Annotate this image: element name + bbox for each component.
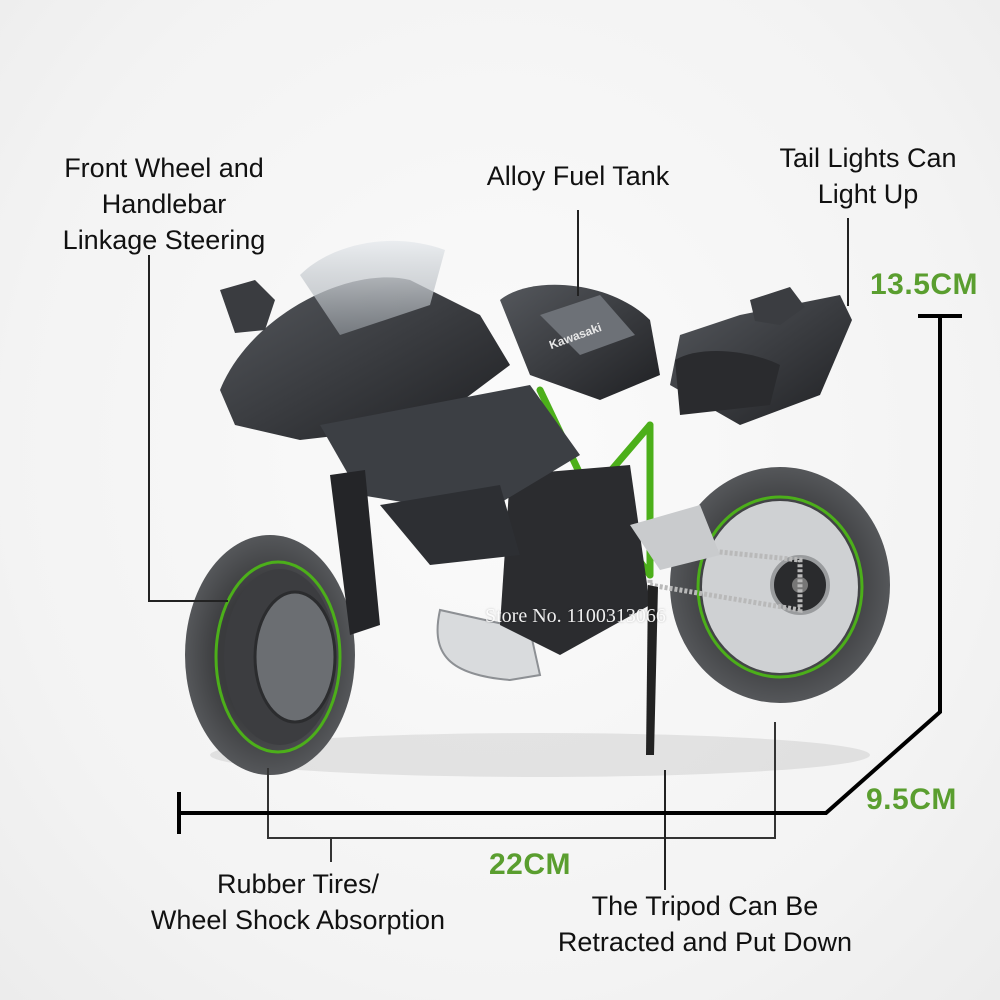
callout-line: Front Wheel and — [64, 153, 264, 183]
callout-tail-lights: Tail Lights Can Light Up — [758, 140, 978, 212]
callout-line: Light Up — [817, 179, 919, 209]
callout-tires: Rubber Tires/ Wheel Shock Absorption — [128, 866, 468, 938]
front-wheel — [185, 535, 355, 775]
tires-bracket-line — [267, 722, 776, 839]
callout-line: Linkage Steering — [62, 225, 266, 255]
motorcycle-model-image: Kawasaki — [185, 240, 890, 777]
length-dimension-label: 22CM — [489, 848, 572, 881]
callout-tripod: The Tripod Can Be Retracted and Put Down — [535, 888, 875, 960]
dimension-outline — [179, 316, 942, 815]
callout-line: Wheel Shock Absorption — [150, 905, 446, 935]
callout-line: Rubber Tires/ — [216, 869, 380, 899]
callout-fuel-tank: Alloy Fuel Tank — [468, 158, 688, 194]
callout-line: Alloy Fuel Tank — [486, 161, 670, 191]
depth-dimension-label: 9.5CM — [866, 783, 957, 816]
callout-line: Tail Lights Can — [779, 143, 957, 173]
height-dimension-label: 13.5CM — [870, 268, 979, 301]
store-watermark: Store No. 1100313066 — [485, 605, 666, 627]
callout-line: Retracted and Put Down — [557, 927, 853, 957]
rear-wheel — [670, 467, 890, 703]
callout-line: Handlebar — [101, 189, 227, 219]
front-wheel-leader-line — [148, 255, 228, 602]
callout-front-wheel: Front Wheel and Handlebar Linkage Steeri… — [44, 150, 284, 258]
callout-line: The Tripod Can Be — [591, 891, 819, 921]
